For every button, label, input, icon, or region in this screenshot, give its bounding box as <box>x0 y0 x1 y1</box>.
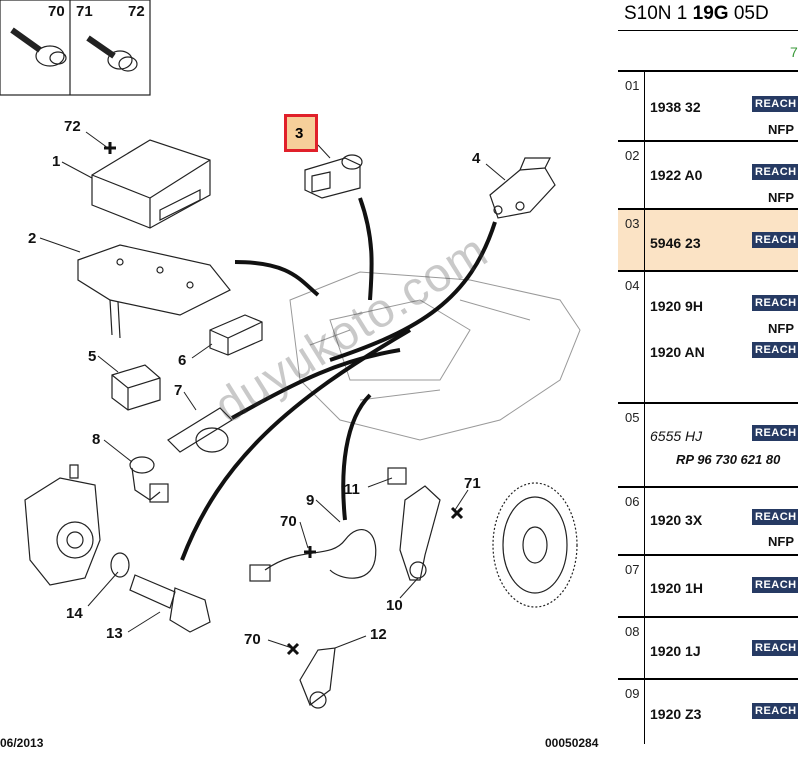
reach-badge: REACH <box>752 509 798 525</box>
panel-subheader: 7 <box>618 30 798 72</box>
temperature-sensor-icon <box>129 574 211 633</box>
row-number: 09 <box>625 686 640 701</box>
parts-list-panel: S10N 1 19G 05D 7 01 1938 32 REACH NFP 02… <box>618 0 798 759</box>
callout-71[interactable]: 71 <box>76 3 93 20</box>
nfp-label: NFP <box>768 321 794 336</box>
callout-2[interactable]: 2 <box>28 230 37 247</box>
callout-4[interactable]: 4 <box>472 150 481 167</box>
parts-row-07[interactable]: 07 1920 1H REACH <box>618 556 798 618</box>
bolt-71-icon <box>86 35 138 72</box>
relay-icon <box>111 364 161 411</box>
part-reference[interactable]: 1920 Z3 <box>650 706 702 722</box>
part-reference[interactable]: 1920 3X <box>650 512 703 528</box>
callout-70-mid[interactable]: 70 <box>280 513 297 530</box>
diagram-number: 00050284 <box>545 736 599 750</box>
row-number: 04 <box>625 278 640 293</box>
ecu-module-icon <box>91 139 211 229</box>
part-reference[interactable]: 1920 9H <box>650 298 703 314</box>
position-sensor-icon <box>489 157 556 219</box>
speed-sensor-cable-icon <box>249 529 377 582</box>
part-reference[interactable]: 1920 1J <box>650 643 701 659</box>
part-reference[interactable]: 1920 1H <box>650 580 703 596</box>
parts-row-03-selected[interactable]: 03 5946 23 REACH <box>618 210 798 272</box>
parts-row-05[interactable]: 05 6555 HJ REACH RP 96 730 621 80 <box>618 404 798 488</box>
callout-6[interactable]: 6 <box>178 352 187 369</box>
reach-badge: REACH <box>752 425 798 441</box>
sleeve-icon <box>387 467 407 485</box>
callout-14[interactable]: 14 <box>66 605 83 622</box>
row-number: 05 <box>625 410 640 425</box>
part-reference[interactable]: 1922 A0 <box>650 167 703 183</box>
thermostat-housing-icon <box>24 464 101 586</box>
reach-badge-alt: REACH <box>752 342 798 358</box>
callout-5[interactable]: 5 <box>88 348 97 365</box>
row-number: 01 <box>625 78 640 93</box>
reach-badge: REACH <box>752 232 798 248</box>
diagram-drawing <box>0 0 581 709</box>
parts-row-08[interactable]: 08 1920 1J REACH <box>618 618 798 680</box>
sensor-bracket-icon <box>399 485 441 581</box>
callout-7[interactable]: 7 <box>174 382 183 399</box>
row-number: 08 <box>625 624 640 639</box>
row-number: 02 <box>625 148 640 163</box>
callout-1[interactable]: 1 <box>52 153 61 170</box>
panel-title: S10N 1 19G 05D <box>624 3 769 24</box>
connector-6-icon <box>209 314 263 356</box>
callout-10[interactable]: 10 <box>386 597 403 614</box>
parts-row-09[interactable]: 09 1920 Z3 REACH <box>618 680 798 744</box>
sensor-8-icon <box>129 456 169 503</box>
callout-9[interactable]: 9 <box>306 492 315 509</box>
engine-bay-icon <box>289 271 581 441</box>
callout-11[interactable]: 11 <box>344 481 360 498</box>
part-reference[interactable]: 1938 32 <box>650 99 701 115</box>
part-reference-alt[interactable]: 1920 AN <box>650 344 705 360</box>
reach-badge: REACH <box>752 96 798 112</box>
parts-row-02[interactable]: 02 1922 A0 REACH NFP <box>618 142 798 210</box>
parts-row-01[interactable]: 01 1938 32 REACH NFP <box>618 72 798 142</box>
mounting-bracket-icon <box>77 244 231 339</box>
callout-70[interactable]: 70 <box>48 3 65 20</box>
nfp-label: NFP <box>768 122 794 137</box>
reach-badge: REACH <box>752 703 798 719</box>
marker-crosses <box>104 142 464 656</box>
row-number: 06 <box>625 494 640 509</box>
callout-12[interactable]: 12 <box>370 626 387 643</box>
part-reference[interactable]: 5946 23 <box>650 235 701 251</box>
parts-diagram: duyukoto.com 3 70 71 72 72 1 2 4 5 6 7 8… <box>0 0 599 750</box>
panel-header: S10N 1 19G 05D <box>618 0 798 31</box>
fastener-box <box>0 0 151 96</box>
parts-row-06[interactable]: 06 1920 3X REACH NFP <box>618 488 798 556</box>
cam-sensor-icon <box>299 647 336 709</box>
callout-13[interactable]: 13 <box>106 625 123 642</box>
bolt-70-icon <box>10 27 67 67</box>
row-number: 03 <box>625 216 640 231</box>
flywheel-icon <box>492 482 578 608</box>
sensor-7-icon <box>167 407 233 453</box>
parts-row-04[interactable]: 04 1920 9H REACH NFP 1920 AN REACH <box>618 272 798 404</box>
rp-reference: RP 96 730 621 80 <box>676 452 781 467</box>
callout-72[interactable]: 72 <box>64 118 81 135</box>
diagram-date: 06/2013 <box>0 736 44 750</box>
callout-72-box[interactable]: 72 <box>128 3 145 20</box>
callout-71-mid[interactable]: 71 <box>464 475 481 492</box>
highlighted-callout-3[interactable]: 3 <box>284 114 318 152</box>
reach-badge: REACH <box>752 164 798 180</box>
reach-badge: REACH <box>752 295 798 311</box>
row-number: 07 <box>625 562 640 577</box>
seal-washer-icon <box>110 552 130 578</box>
reach-badge: REACH <box>752 577 798 593</box>
knock-sensor-icon <box>304 154 363 199</box>
callout-8[interactable]: 8 <box>92 431 101 448</box>
part-reference[interactable]: 6555 HJ <box>650 428 703 444</box>
callout-70-bottom[interactable]: 70 <box>244 631 261 648</box>
reach-badge: REACH <box>752 640 798 656</box>
nfp-label: NFP <box>768 190 794 205</box>
nfp-label: NFP <box>768 534 794 549</box>
